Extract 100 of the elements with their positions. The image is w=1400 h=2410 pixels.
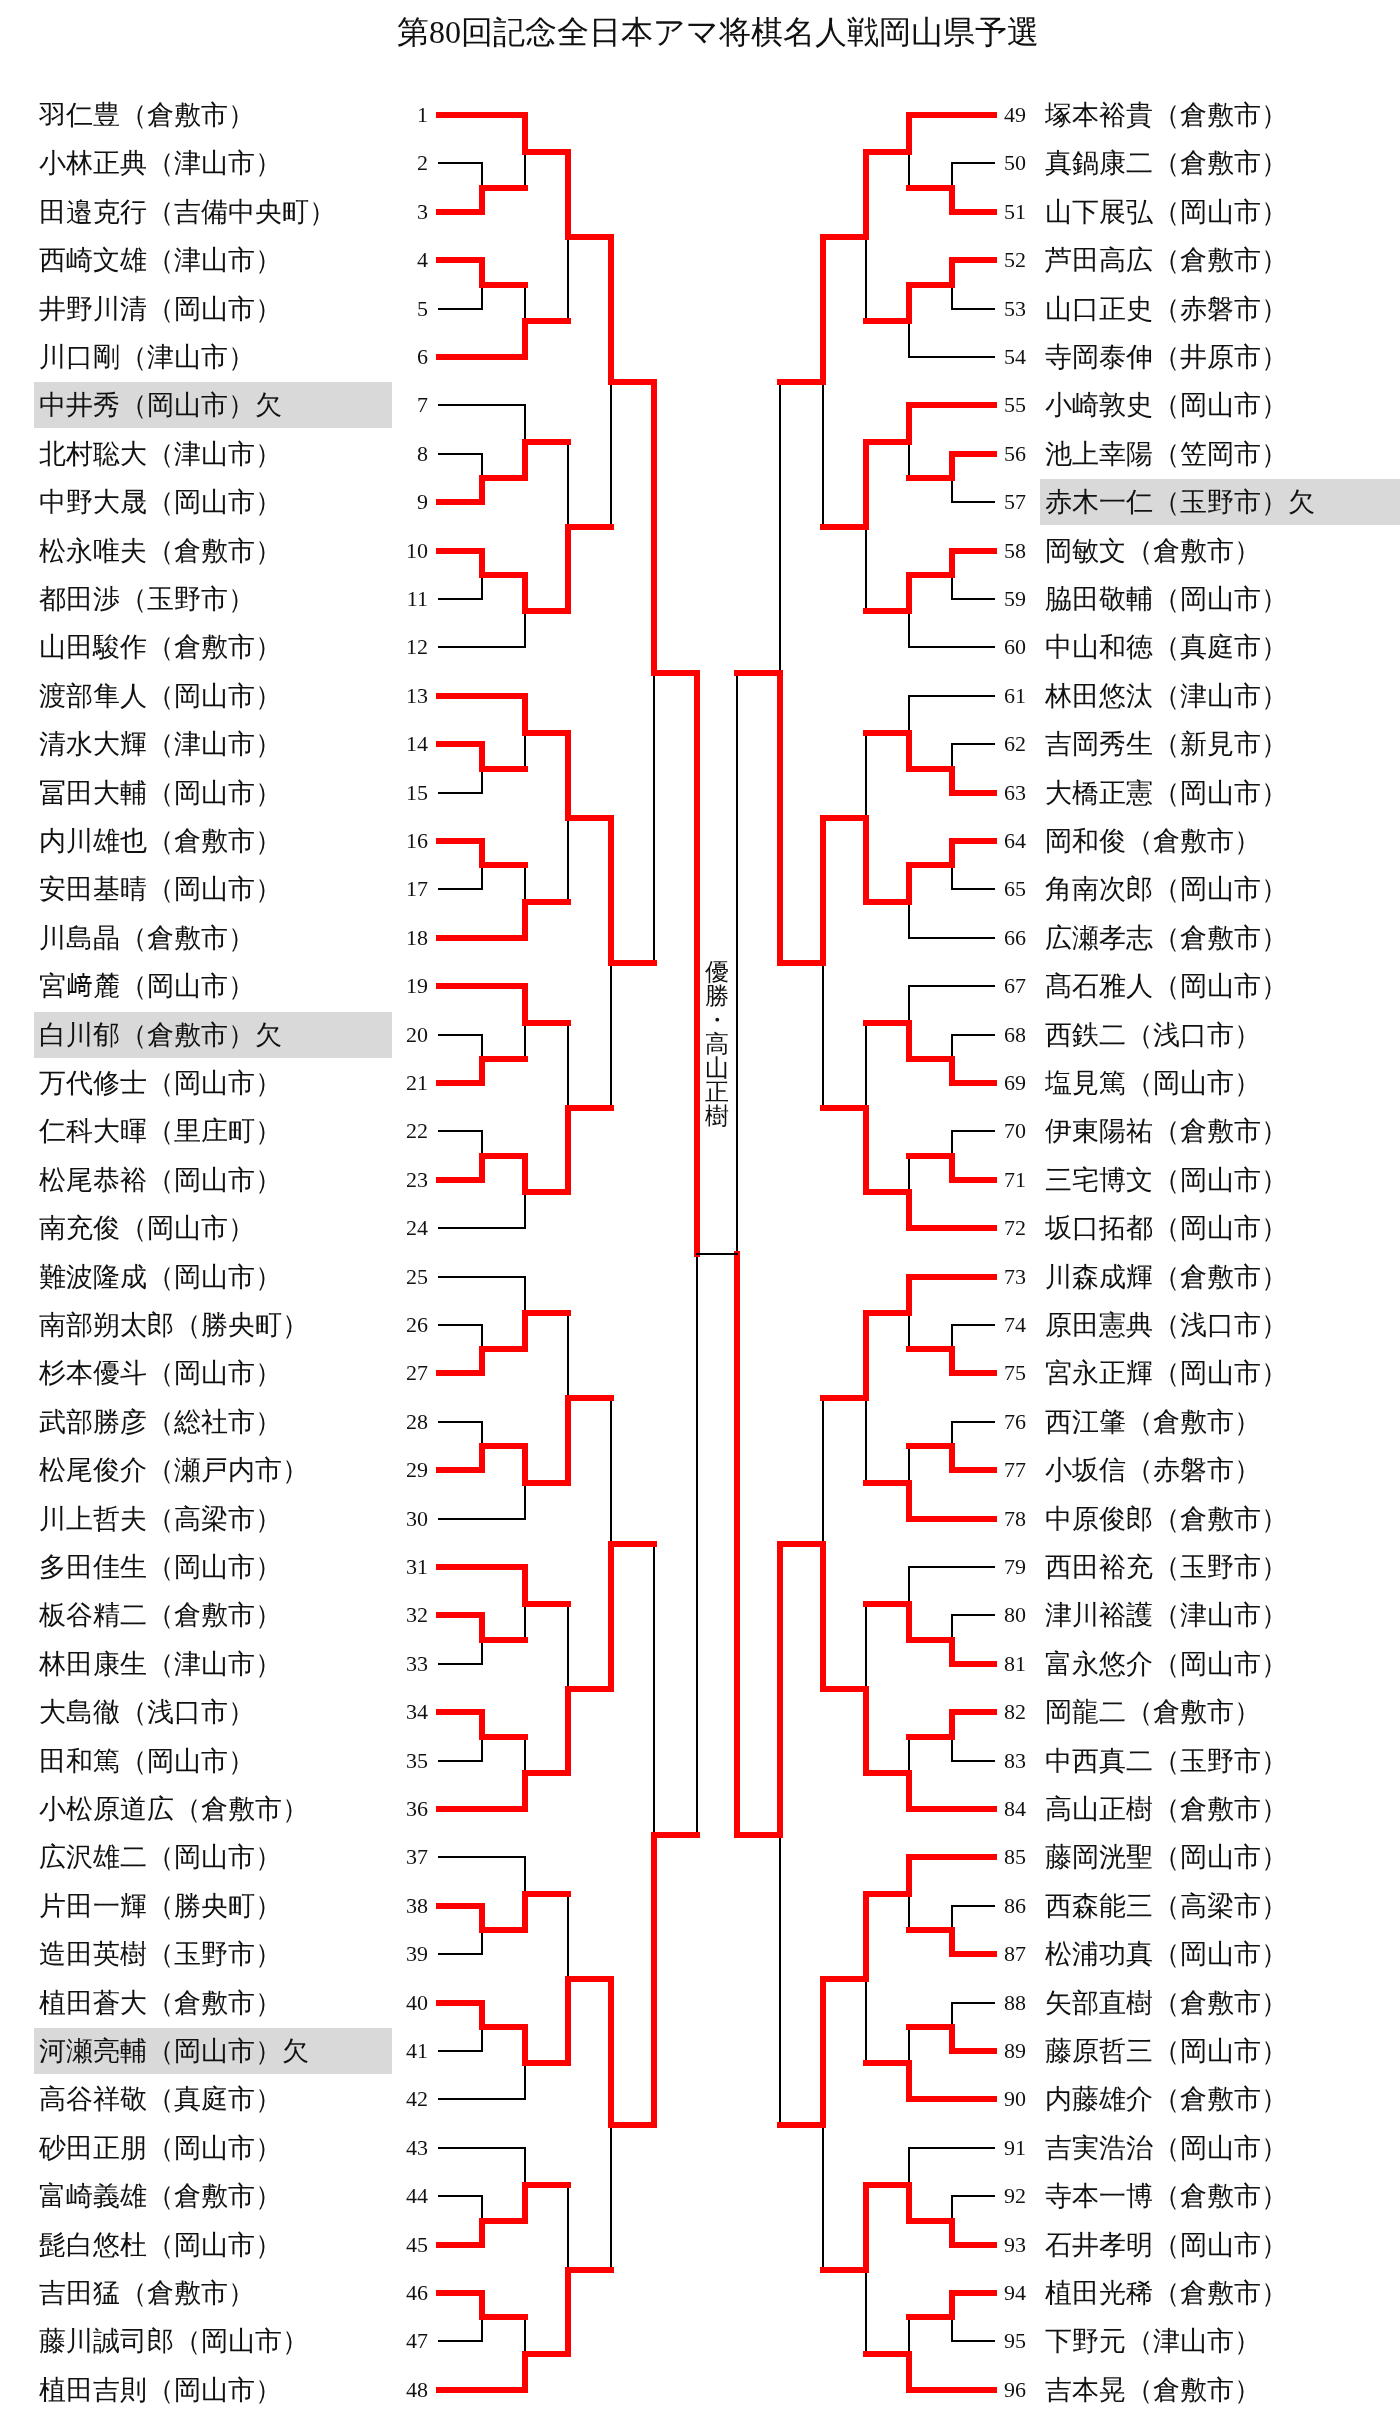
entry-number: 90 [1004, 2085, 1026, 2113]
entry-number: 37 [406, 1843, 428, 1871]
entry-number: 29 [406, 1456, 428, 1484]
entry-number: 48 [406, 2376, 428, 2404]
entry-number: 32 [406, 1601, 428, 1629]
player-name: 藤原哲三（岡山市） [1045, 2035, 1288, 2068]
entry-number: 86 [1004, 1892, 1026, 1920]
player-name: 小松原道広（倉敷市） [39, 1793, 309, 1826]
player-name: 川森成輝（倉敷市） [1045, 1261, 1288, 1294]
entry-number: 45 [406, 2231, 428, 2259]
entry-number: 69 [1004, 1069, 1026, 1097]
player-name: 小林正典（津山市） [39, 147, 282, 180]
player-name: 川上哲夫（高梁市） [39, 1503, 282, 1536]
entry-number: 93 [1004, 2231, 1026, 2259]
player-name: 西江肇（倉敷市） [1045, 1406, 1261, 1439]
player-name: 松永唯夫（倉敷市） [39, 535, 282, 568]
player-name: 原田憲典（浅口市） [1045, 1309, 1288, 1342]
entry-number: 43 [406, 2134, 428, 2162]
entry-number: 8 [417, 440, 428, 468]
entry-number: 61 [1004, 682, 1026, 710]
entry-number: 7 [417, 391, 428, 419]
entry-number: 47 [406, 2327, 428, 2355]
player-name: 清水大輝（津山市） [39, 728, 282, 761]
player-name: 武部勝彦（総社市） [39, 1406, 282, 1439]
player-name: 杉本優斗（岡山市） [39, 1357, 282, 1390]
bracket-line [726, 1253, 738, 1255]
entry-number: 55 [1004, 391, 1026, 419]
player-name: 藤岡洸聖（岡山市） [1045, 1841, 1288, 1874]
player-name: 山田駿作（倉敷市） [39, 631, 282, 664]
player-name: 中野大晟（岡山市） [39, 486, 282, 519]
entry-number: 39 [406, 1940, 428, 1968]
player-name: 富永悠介（岡山市） [1045, 1648, 1288, 1681]
player-name: 砂田正朋（岡山市） [39, 2132, 282, 2165]
player-name: 髭白悠杜（岡山市） [39, 2229, 282, 2262]
player-name: 髙石雅人（岡山市） [1045, 970, 1288, 1003]
player-name: 植田吉則（岡山市） [39, 2374, 282, 2407]
entry-number: 44 [406, 2182, 428, 2210]
entry-number: 95 [1004, 2327, 1026, 2355]
player-name: 河瀬亮輔（岡山市）欠 [34, 2028, 392, 2074]
entry-number: 19 [406, 972, 428, 1000]
winner-label: 優勝・高山正樹 [704, 960, 730, 1128]
player-name: 角南次郎（岡山市） [1045, 873, 1288, 906]
player-name: 松尾俊介（瀬戸内市） [39, 1454, 309, 1487]
entry-number: 80 [1004, 1601, 1026, 1629]
player-name: 西森能三（高梁市） [1045, 1890, 1288, 1923]
player-name: 大橋正憲（岡山市） [1045, 777, 1288, 810]
entry-number: 92 [1004, 2182, 1026, 2210]
player-name: 川口剛（津山市） [39, 341, 255, 374]
player-name: 山下展弘（岡山市） [1045, 196, 1288, 229]
bracket-line [696, 1253, 708, 1255]
entry-number: 26 [406, 1311, 428, 1339]
entry-number: 79 [1004, 1553, 1026, 1581]
player-name: 広沢雄二（岡山市） [39, 1841, 282, 1874]
entry-number: 12 [406, 633, 428, 661]
entry-number: 10 [406, 537, 428, 565]
player-name: 都田渉（玉野市） [39, 583, 255, 616]
entry-number: 2 [417, 149, 428, 177]
entry-number: 49 [1004, 101, 1026, 129]
entry-number: 56 [1004, 440, 1026, 468]
player-name: 中井秀（岡山市）欠 [34, 382, 392, 428]
entry-number: 77 [1004, 1456, 1026, 1484]
entry-number: 64 [1004, 827, 1026, 855]
entry-number: 59 [1004, 585, 1026, 613]
entry-number: 58 [1004, 537, 1026, 565]
player-name: 吉実浩治（岡山市） [1045, 2132, 1288, 2165]
entry-number: 13 [406, 682, 428, 710]
entry-number: 22 [406, 1117, 428, 1145]
player-name: 西崎文雄（津山市） [39, 244, 282, 277]
entry-number: 52 [1004, 246, 1026, 274]
entry-number: 85 [1004, 1843, 1026, 1871]
entry-number: 35 [406, 1747, 428, 1775]
entry-number: 51 [1004, 198, 1026, 226]
player-name: 坂口拓都（岡山市） [1045, 1212, 1288, 1245]
player-name: 渡部隼人（岡山市） [39, 680, 282, 713]
player-name: 津川裕護（津山市） [1045, 1599, 1288, 1632]
player-name: 下野元（津山市） [1045, 2325, 1261, 2358]
entry-number: 15 [406, 779, 428, 807]
player-name: 寺岡泰伸（井原市） [1045, 341, 1288, 374]
player-name: 塩見篤（岡山市） [1045, 1067, 1261, 1100]
entry-number: 23 [406, 1166, 428, 1194]
player-name: 吉田猛（倉敷市） [39, 2277, 255, 2310]
player-name: 赤木一仁（玉野市）欠 [1040, 479, 1400, 525]
player-name: 林田康生（津山市） [39, 1648, 282, 1681]
player-name: 岡敏文（倉敷市） [1045, 535, 1261, 568]
entry-number: 33 [406, 1650, 428, 1678]
player-name: 片田一輝（勝央町） [39, 1890, 282, 1923]
entry-number: 87 [1004, 1940, 1026, 1968]
entry-number: 81 [1004, 1650, 1026, 1678]
entry-number: 25 [406, 1263, 428, 1291]
entry-number: 11 [406, 585, 428, 613]
entry-number: 41 [406, 2037, 428, 2065]
entry-number: 76 [1004, 1408, 1026, 1436]
player-name: 広瀬孝志（倉敷市） [1045, 922, 1288, 955]
player-name: 富崎義雄（倉敷市） [39, 2180, 282, 2213]
entry-number: 83 [1004, 1747, 1026, 1775]
entry-number: 27 [406, 1359, 428, 1387]
entry-number: 82 [1004, 1698, 1026, 1726]
entry-number: 68 [1004, 1021, 1026, 1049]
entry-number: 75 [1004, 1359, 1026, 1387]
player-name: 石井孝明（岡山市） [1045, 2229, 1288, 2262]
